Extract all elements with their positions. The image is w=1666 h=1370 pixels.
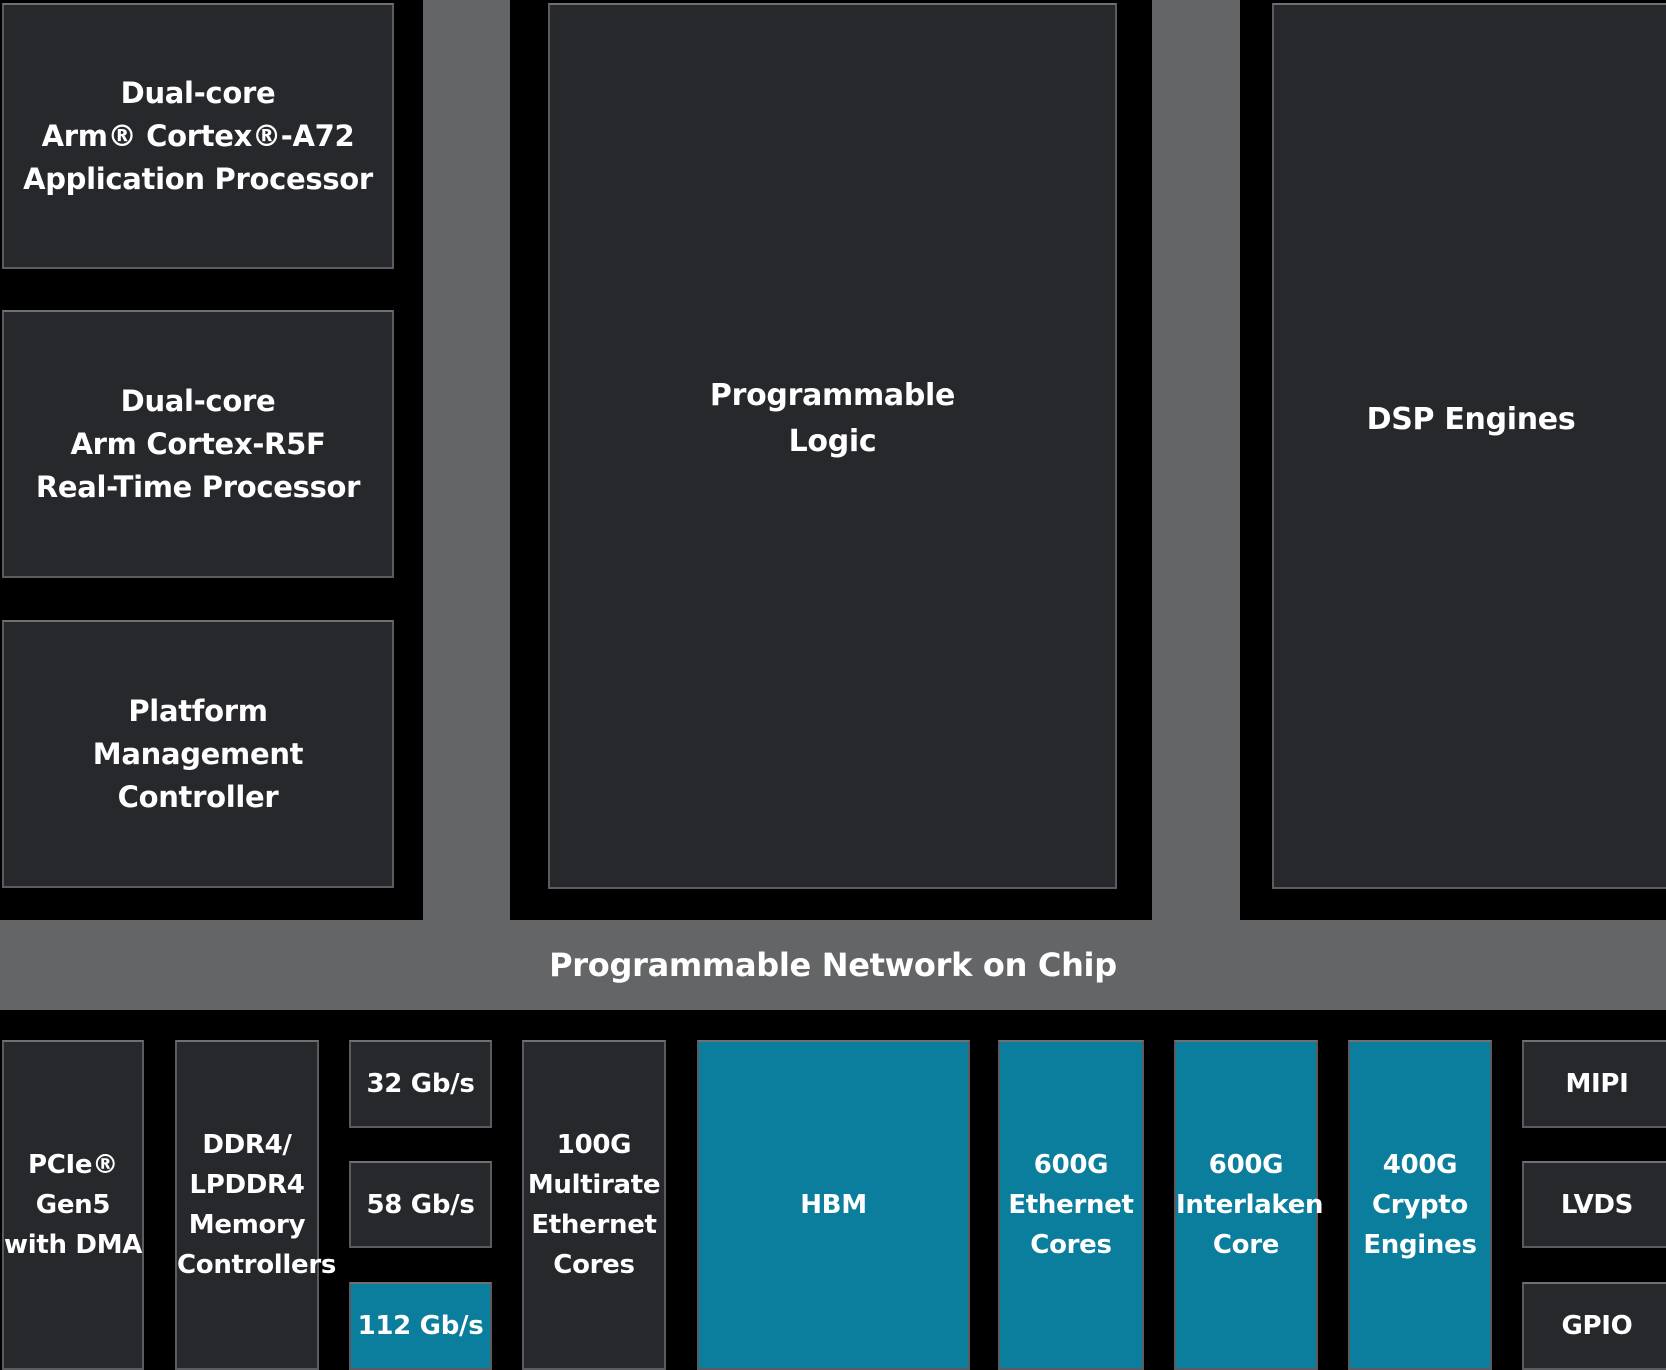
noc-vertical-column-left: [423, 0, 510, 940]
block-label-line: 600G: [1208, 1150, 1284, 1180]
block-label-line: DDR4/: [202, 1130, 292, 1160]
block-label-line: Cores: [553, 1250, 635, 1280]
block-label-line: DSP Engines: [1366, 402, 1576, 437]
io-lvds: LVDS: [1522, 1161, 1666, 1248]
block-cortex-a72-application-processor: Dual-core Arm® Cortex®-A72 Application P…: [2, 3, 394, 269]
block-platform-management-controller: Platform Management Controller: [2, 620, 394, 888]
block-label-line: Ethernet: [1008, 1190, 1134, 1220]
block-label-line: Gen5: [35, 1190, 111, 1220]
block-label-line: Crypto: [1372, 1190, 1468, 1220]
block-label-line: Cores: [1030, 1230, 1112, 1260]
block-cortex-r5f-realtime-processor: Dual-core Arm Cortex-R5F Real-Time Proce…: [2, 310, 394, 578]
block-label-line: Ethernet: [531, 1210, 657, 1240]
block-label-line: 600G: [1033, 1150, 1109, 1180]
block-label-line: 400G: [1382, 1150, 1458, 1180]
block-100g-multirate-ethernet: 100G Multirate Ethernet Cores: [522, 1040, 666, 1370]
noc-vertical-column-right: [1152, 0, 1240, 940]
io-label: MIPI: [1565, 1069, 1629, 1099]
block-label-line: Platform: [128, 693, 268, 728]
block-label-line: Application Processor: [23, 161, 373, 196]
block-label-line: Real-Time Processor: [35, 469, 361, 504]
serdes-rate-label: 112 Gb/s: [357, 1311, 484, 1341]
noc-band: Programmable Network on Chip: [0, 920, 1666, 1010]
block-600g-interlaken-core: 600G Interlaken Core: [1174, 1040, 1324, 1370]
block-label-line: Controllers: [177, 1250, 337, 1280]
serdes-rate-label: 32 Gb/s: [366, 1069, 475, 1099]
block-label-line: Controller: [117, 779, 279, 814]
block-label-line: Arm Cortex-R5F: [70, 426, 326, 461]
block-programmable-logic: Programmable Logic: [548, 3, 1117, 889]
block-label-line: Dual-core: [120, 383, 276, 418]
block-label-line: with DMA: [4, 1230, 143, 1260]
serdes-32gbs: 32 Gb/s: [349, 1040, 492, 1128]
block-label-line: Management: [92, 736, 304, 771]
block-label-line: Core: [1212, 1230, 1280, 1260]
noc-band-label: Programmable Network on Chip: [549, 946, 1117, 984]
block-label-line: Memory: [188, 1210, 306, 1240]
serdes-58gbs: 58 Gb/s: [349, 1161, 492, 1248]
block-ddr4-lpddr4-memory-controllers: DDR4/ LPDDR4 Memory Controllers: [175, 1040, 337, 1370]
block-pcie-gen5-dma: PCIe® Gen5 with DMA: [2, 1040, 144, 1370]
io-mipi: MIPI: [1522, 1040, 1666, 1128]
io-label: LVDS: [1560, 1189, 1634, 1220]
serdes-112gbs: 112 Gb/s: [349, 1282, 492, 1370]
io-label: GPIO: [1561, 1311, 1633, 1341]
block-label-line: Programmable: [709, 377, 956, 413]
block-label-line: Arm® Cortex®-A72: [41, 118, 355, 153]
io-gpio: GPIO: [1522, 1282, 1666, 1370]
block-label-line: Engines: [1363, 1230, 1477, 1260]
block-dsp-engines: DSP Engines: [1272, 3, 1666, 889]
block-600g-ethernet-cores: 600G Ethernet Cores: [998, 1040, 1144, 1370]
block-label-line: Logic: [788, 423, 877, 459]
block-label-line: 100G: [556, 1130, 632, 1160]
block-label-line: Dual-core: [120, 75, 276, 110]
block-label-line: Interlaken: [1176, 1190, 1324, 1220]
block-label-line: HBM: [800, 1190, 867, 1220]
block-label-line: Multirate: [527, 1170, 661, 1200]
block-hbm: HBM: [697, 1040, 970, 1370]
block-400g-crypto-engines: 400G Crypto Engines: [1348, 1040, 1492, 1370]
block-label-line: PCIe®: [28, 1150, 118, 1180]
serdes-rate-label: 58 Gb/s: [366, 1189, 475, 1220]
block-label-line: LPDDR4: [189, 1170, 305, 1200]
